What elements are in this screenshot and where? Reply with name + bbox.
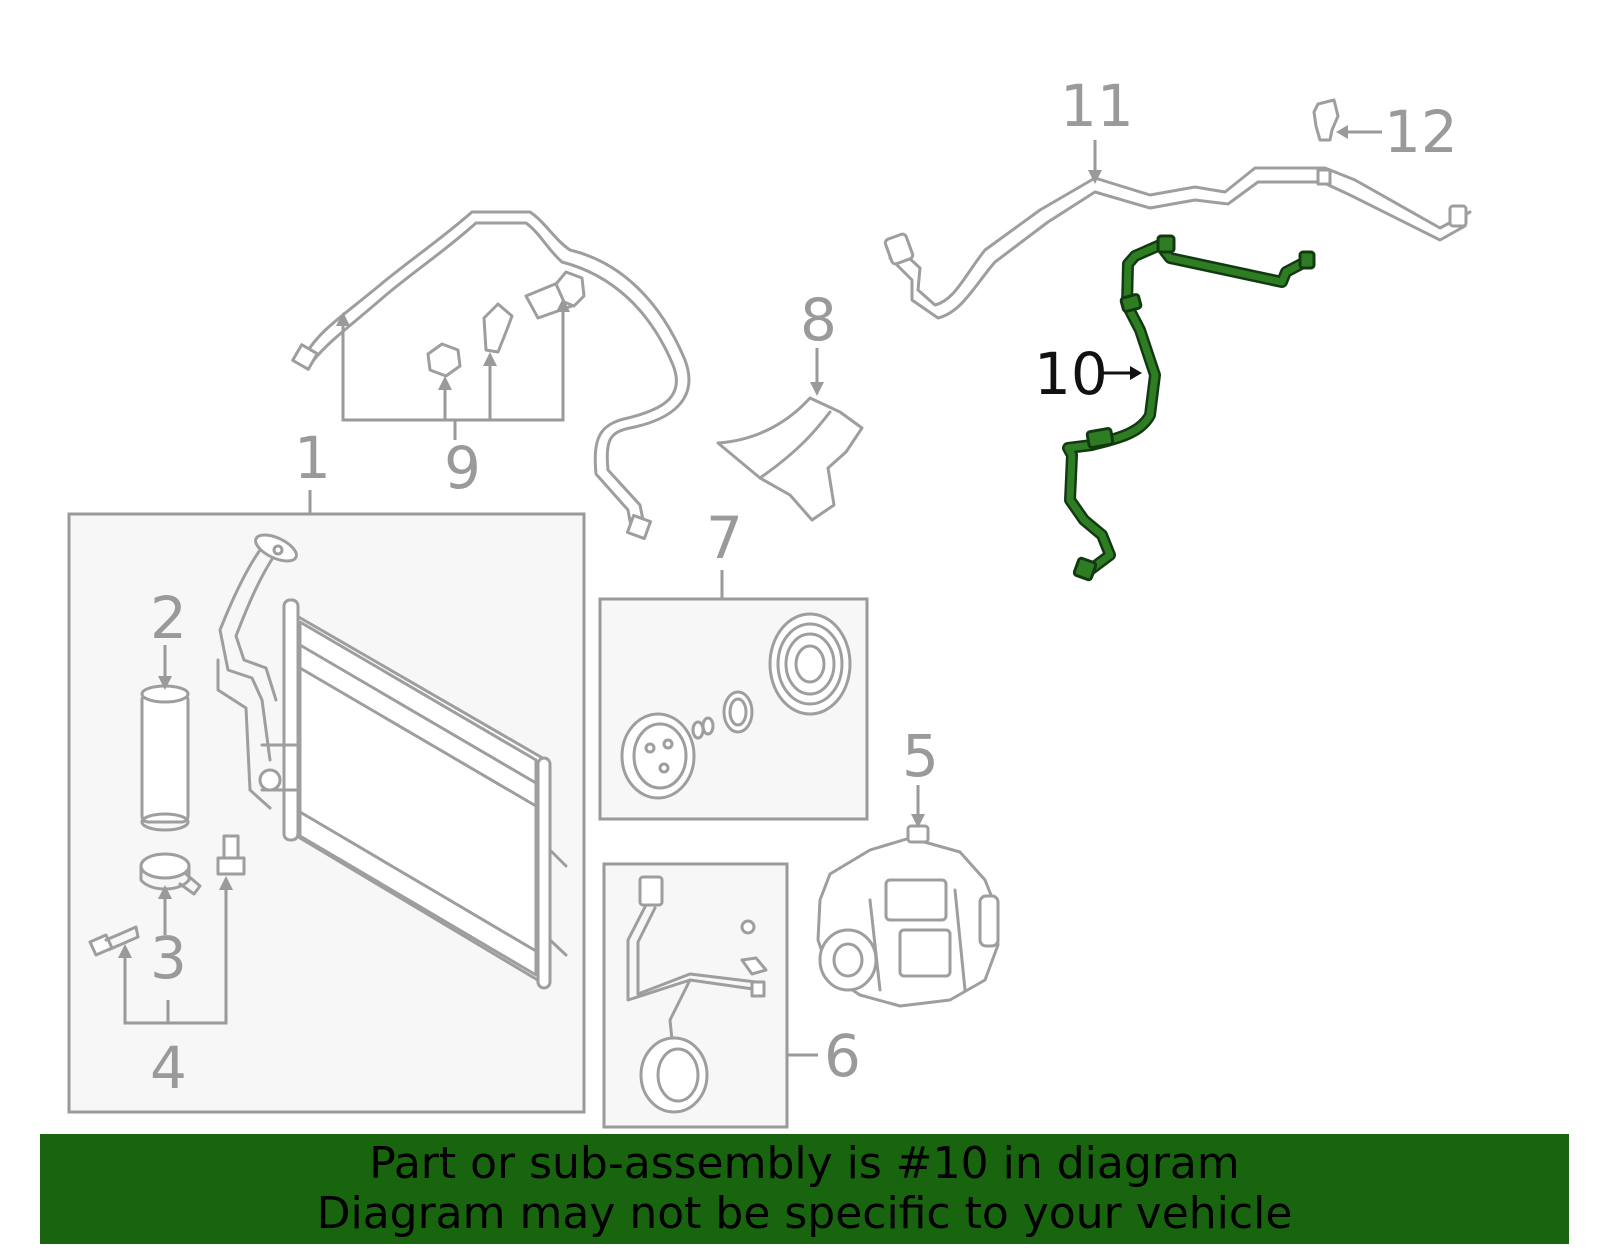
field-coil-box bbox=[602, 862, 818, 1129]
clutch-kit-box bbox=[598, 570, 869, 821]
callout-5: 5 bbox=[902, 722, 939, 790]
clutch-plate-drawing bbox=[620, 690, 754, 800]
callout-11: 11 bbox=[1060, 72, 1134, 140]
suction-line-drawing bbox=[883, 140, 1472, 320]
discharge-hose-drawing bbox=[291, 210, 691, 541]
callout-12: 12 bbox=[1384, 98, 1458, 166]
compressor-drawing bbox=[816, 785, 1000, 1008]
callout-6: 6 bbox=[824, 1022, 861, 1090]
callout-1: 1 bbox=[294, 424, 331, 492]
receiver-drier-drawing bbox=[140, 645, 190, 832]
drier-bracket-drawing bbox=[139, 852, 202, 935]
banner-line-part: Part or sub-assembly is #10 in diagram bbox=[369, 1138, 1240, 1189]
callout-8: 8 bbox=[800, 286, 837, 354]
hose-fittings-drawing bbox=[336, 270, 586, 440]
callout-7: 7 bbox=[706, 504, 743, 572]
condenser-drawing bbox=[216, 533, 568, 990]
pulley-drawing bbox=[768, 612, 852, 716]
banner-line-disclaimer: Diagram may not be specific to your vehi… bbox=[316, 1188, 1293, 1239]
callout-10: 10 bbox=[1034, 340, 1108, 408]
callout-9: 9 bbox=[444, 434, 481, 502]
mounting-bolts-drawing bbox=[88, 834, 246, 1025]
callout-2: 2 bbox=[150, 584, 187, 652]
pressure-switch-drawing bbox=[1312, 98, 1382, 142]
highlighted-hose-part-10 bbox=[1062, 234, 1316, 582]
callout-3: 3 bbox=[150, 924, 187, 992]
callout-4: 4 bbox=[150, 1034, 187, 1102]
info-banner: Part or sub-assembly is #10 in diagram D… bbox=[40, 1134, 1569, 1244]
heat-shield-drawing bbox=[716, 348, 864, 522]
coil-wiring-drawing bbox=[626, 875, 768, 1114]
